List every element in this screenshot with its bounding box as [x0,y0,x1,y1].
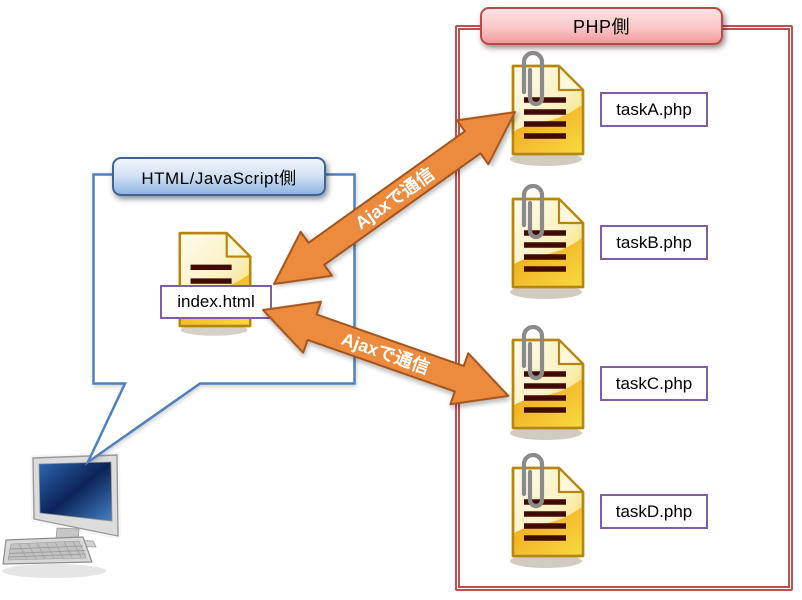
document-with-paperclip-icon [500,450,590,570]
file-label-index: index.html [160,285,272,319]
keyboard-icon [2,536,93,565]
desktop-computer-icon [2,452,121,578]
php-panel-header: PHP側 [480,7,723,45]
ajax-arrow-bottom-label: Ajaxで通信 [339,328,433,378]
file-label-taskC: taskC.php [600,366,708,401]
monitor-stand [55,527,80,541]
file-label-taskA: taskA.php [600,92,708,127]
document-with-paperclip-icon [500,48,590,168]
ajax-arrow-top-label: Ajaxで通信 [351,163,438,234]
client-panel-title: HTML/JavaScript側 [141,169,297,188]
keyboard-keys [7,540,87,561]
file-label-taskB: taskB.php [600,225,708,260]
php-panel-title: PHP側 [572,17,630,37]
document-icon [171,228,259,336]
computer-shadow [2,564,106,578]
file-label-taskD: taskD.php [600,494,708,529]
monitor-outer-rim [30,452,121,539]
client-panel-header: HTML/JavaScript側 [112,157,326,196]
monitor-bezel [32,454,119,537]
monitor-base [39,538,97,548]
document-with-paperclip-icon [500,181,590,301]
document-with-paperclip-icon [500,322,590,442]
monitor-screen [38,461,113,522]
